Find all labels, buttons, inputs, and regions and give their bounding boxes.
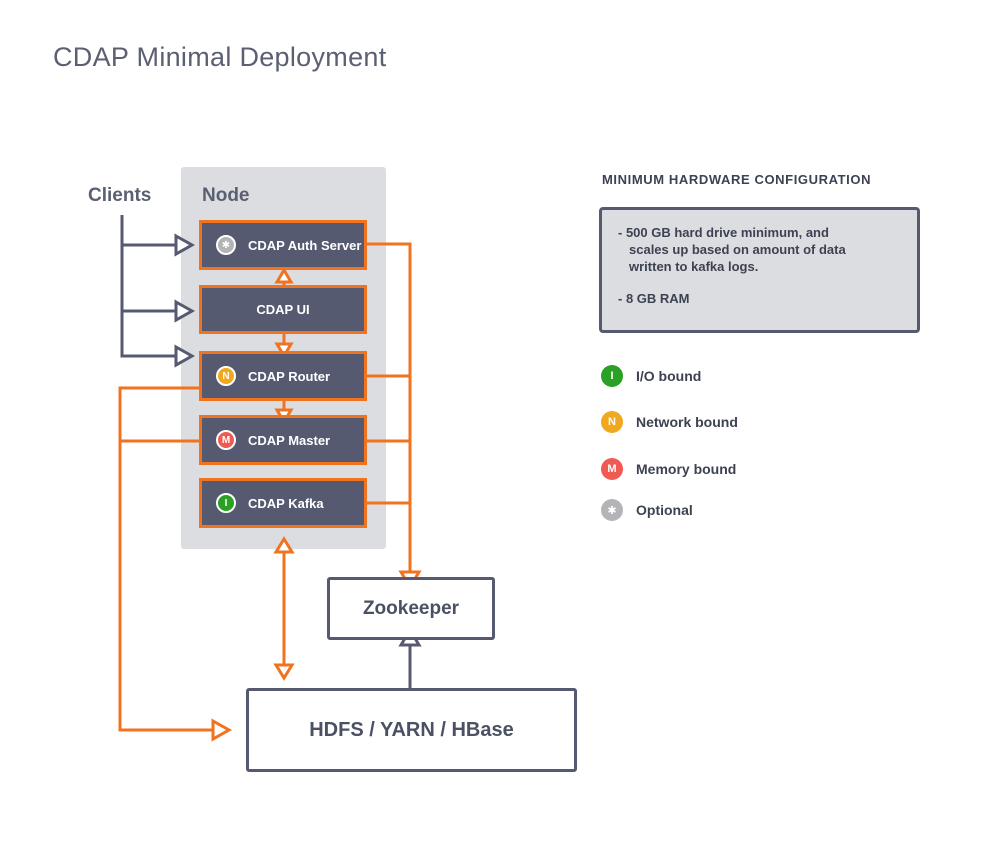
legend-label: I/O bound — [636, 368, 702, 384]
service-label: CDAP Kafka — [248, 495, 324, 511]
memory-bound-icon: M — [601, 458, 623, 480]
page-title: CDAP Minimal Deployment — [53, 42, 387, 72]
node-label: Node — [202, 185, 250, 206]
hardware-title: MINIMUM HARDWARE CONFIGURATION — [602, 172, 872, 187]
legend-io-bound: I I/O bound — [601, 365, 701, 387]
io-bound-icon: I — [601, 365, 623, 387]
service-master: M CDAP Master — [199, 415, 367, 465]
legend-label: Network bound — [636, 414, 738, 430]
hdfs-label: HDFS / YARN / HBase — [309, 718, 514, 741]
service-label: CDAP UI — [256, 302, 310, 317]
legend-memory-bound: M Memory bound — [601, 458, 736, 480]
service-kafka: I CDAP Kafka — [199, 478, 367, 528]
service-label: CDAP Auth Server — [248, 237, 362, 253]
memory-bound-icon: M — [216, 430, 236, 450]
io-bound-icon: I — [216, 493, 236, 513]
network-bound-icon: N — [216, 366, 236, 386]
hardware-line: scales up based on amount of data — [629, 242, 846, 257]
service-label: CDAP Router — [248, 368, 331, 384]
clients-label: Clients — [88, 185, 152, 206]
hdfs-box: HDFS / YARN / HBase — [246, 688, 577, 772]
hardware-line: - 500 GB hard drive minimum, and — [618, 225, 829, 240]
zookeeper-box: Zookeeper — [327, 577, 495, 640]
service-ui: CDAP UI — [199, 285, 367, 334]
legend-label: Memory bound — [636, 461, 737, 477]
legend-network-bound: N Network bound — [601, 411, 738, 433]
legend-label: Optional — [636, 502, 693, 518]
hardware-box: - 500 GB hard drive minimum, and scales … — [599, 207, 920, 333]
service-auth-server: ✱ CDAP Auth Server — [199, 220, 367, 270]
service-label: CDAP Master — [248, 432, 331, 448]
optional-icon: ✱ — [601, 499, 623, 521]
network-bound-icon: N — [601, 411, 623, 433]
hardware-line: - 8 GB RAM — [618, 291, 690, 306]
internal-connectors — [118, 242, 422, 742]
legend-optional: ✱ Optional — [601, 499, 693, 521]
hardware-line: written to kafka logs. — [629, 259, 759, 274]
optional-icon: ✱ — [216, 235, 236, 255]
client-connectors — [120, 215, 422, 690]
zookeeper-label: Zookeeper — [362, 597, 460, 619]
service-router: N CDAP Router — [199, 351, 367, 401]
